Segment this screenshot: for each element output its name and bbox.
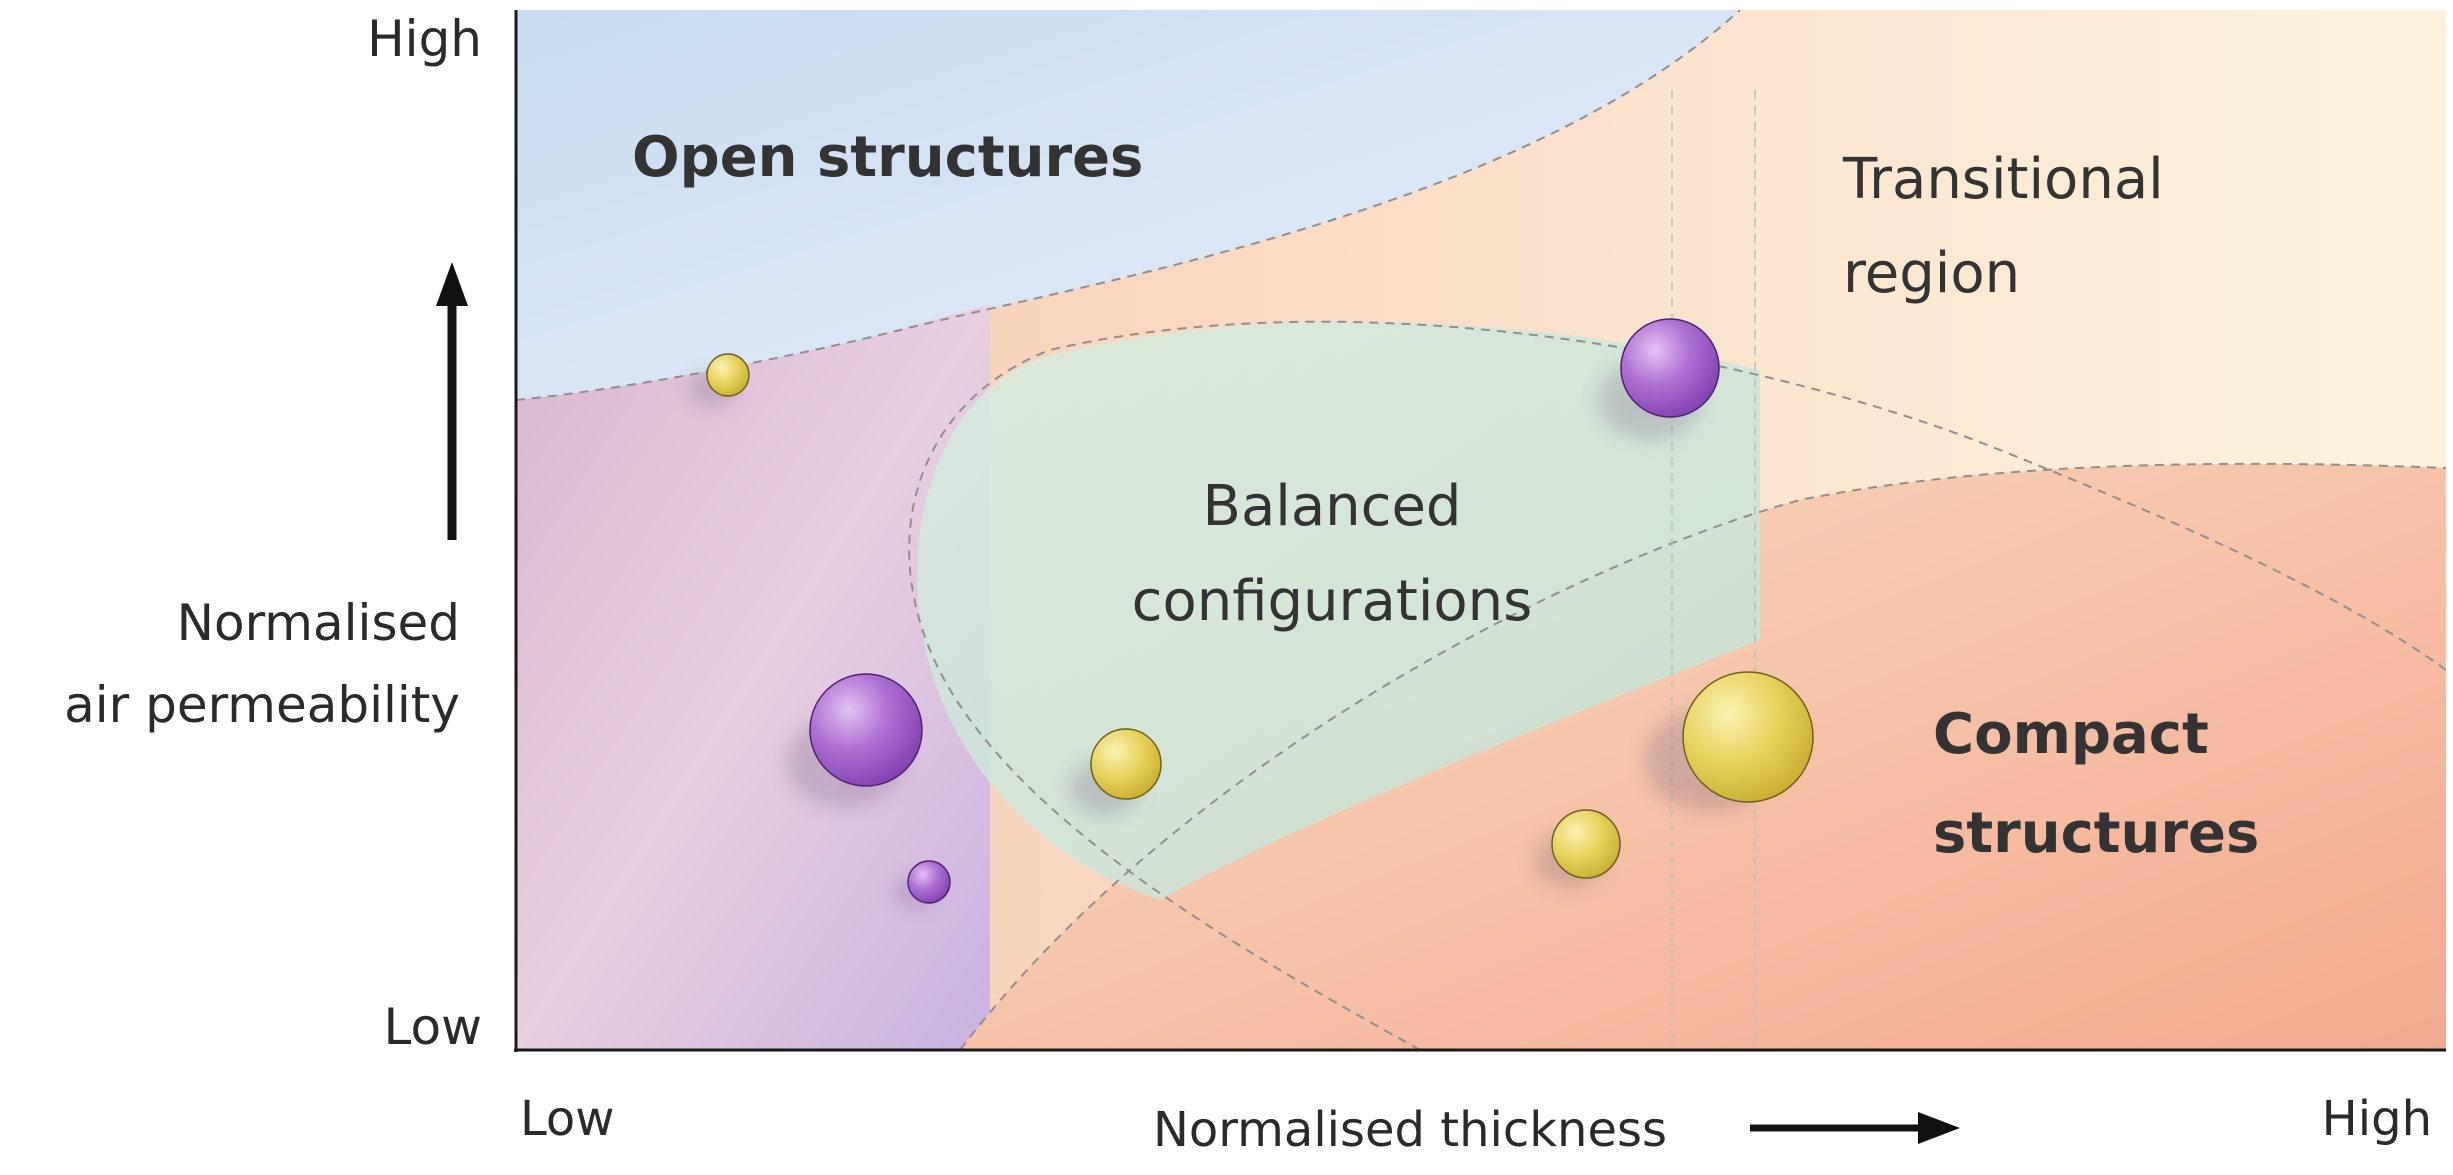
bubble-purple-small (907, 860, 951, 904)
open-structures-label: Open structures (632, 125, 1143, 190)
balanced-label-line-2: configurations (1132, 569, 1533, 634)
open-structures-area (516, 10, 1740, 400)
transitional-label-line-2: region (1843, 241, 2020, 306)
low-thickness-area (516, 305, 990, 1050)
x-axis-title: Normalised thickness (1153, 1102, 1667, 1158)
transitional-label-line-1: Transitional (1842, 147, 2164, 212)
bubble-purple-large (1620, 318, 1720, 418)
balanced-boundary (908, 320, 2446, 1050)
balanced-label-line-1: Balanced (1203, 474, 1462, 539)
region-boundaries (516, 10, 2446, 1050)
y-high-label: High (367, 10, 482, 68)
bubble-yellow-medium (1090, 728, 1162, 800)
x-low-label: Low (520, 1091, 615, 1147)
bubble-yellow-small (706, 353, 750, 397)
compact-boundary (959, 462, 2446, 1050)
bubble-yellow-medium (1551, 809, 1621, 879)
y-axis-title-line-1: Normalised (177, 594, 460, 652)
axes (514, 10, 2446, 1052)
x-high-label: High (2322, 1091, 2432, 1147)
bubbles (706, 318, 1814, 904)
bubble-yellow-large (1682, 671, 1814, 803)
y-axis-title-line-2: air permeability (64, 676, 460, 734)
open-boundary (516, 10, 1741, 401)
bubble-purple-large (809, 673, 923, 787)
x-direction-arrow (1750, 1112, 1960, 1144)
compact-label-line-1: Compact (1933, 702, 2209, 767)
y-direction-arrow (436, 262, 468, 540)
y-low-label: Low (384, 998, 482, 1056)
compact-label-line-2: structures (1933, 801, 2259, 866)
